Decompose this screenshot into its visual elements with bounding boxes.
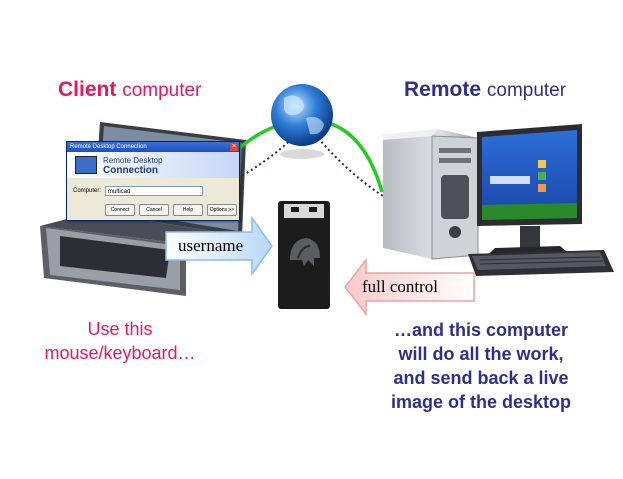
remote-dotted-link [317,137,387,199]
help-button[interactable]: Help [173,204,203,216]
client-heading-rest: computer [122,80,202,101]
client-caption-line2: mouse/keyboard… [44,343,196,363]
full-control-label: full control [362,277,439,296]
remote-heading-rest: computer [486,80,567,101]
options-button[interactable]: Options >> [207,204,237,216]
full-control-arrow [344,257,475,317]
monitor-icon [477,124,582,258]
computer-icon [75,156,97,174]
cancel-button[interactable]: Cancel [139,204,169,216]
rdp-banner-line2: Connection [103,165,158,176]
rdp-banner-line1: Remote Desktop [103,156,163,165]
client-heading-bold: Client [58,78,117,101]
computer-field[interactable]: multicad [105,186,203,196]
remote-heading-bold: Remote [404,78,482,101]
remote-caption-line3: and send back a live [393,368,569,388]
close-icon[interactable]: × [230,143,238,151]
desktop-tower-icon [383,129,479,260]
rdp-dialog: Remote Desktop Connection × Remote Deskt… [66,141,240,221]
keyboard-icon [468,250,614,276]
username-label: username [178,236,244,255]
username-arrow [165,215,273,277]
rdp-dialog-banner: Remote Desktop Connection [67,152,239,178]
rdp-dialog-titlebar: Remote Desktop Connection [67,142,239,152]
client-caption: Use this mouse/keyboard… [30,317,210,365]
client-heading: Client computer [58,78,201,102]
globe-icon [271,84,333,159]
remote-heading: Remote computer [404,78,566,102]
remote-caption-line2: will do all the work, [398,344,564,364]
helmet-logo-icon [290,238,320,266]
usb-device-icon [278,201,330,309]
remote-caption: …and this computer will do all the work,… [356,318,606,414]
remote-caption-line1: …and this computer [393,320,568,340]
computer-label: Computer: [73,188,102,194]
remote-caption-line4: image of the desktop [390,392,572,412]
client-caption-line1: Use this [87,319,153,339]
connect-button[interactable]: Connect [105,204,135,216]
